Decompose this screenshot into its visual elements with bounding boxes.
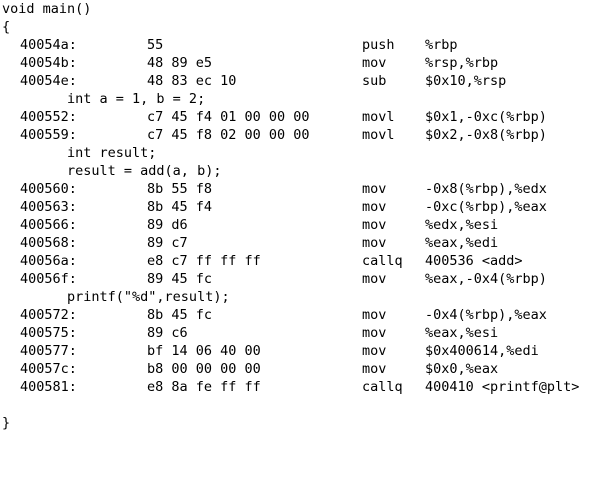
- asm-line: 400568: 89 c7 mov %eax,%edi: [2, 234, 603, 252]
- asm-line: 400552: c7 45 f4 01 00 00 00 movl $0x1,-…: [2, 108, 603, 126]
- asm-bytes: 89 45 fc: [147, 271, 213, 287]
- asm-operands: -0x8(%rbp),%edx: [425, 181, 547, 197]
- asm-operands: 400410 <printf@plt>: [425, 379, 580, 395]
- asm-line: 400572: 8b 45 fc mov -0x4(%rbp),%eax: [2, 306, 603, 324]
- asm-operands: %eax,%esi: [425, 325, 499, 341]
- asm-address: 40054b:: [20, 55, 77, 71]
- asm-bytes: 89 c7: [147, 235, 188, 251]
- source-line: int a = 1, b = 2;: [2, 90, 603, 108]
- asm-operands: $0x0,%eax: [425, 361, 499, 377]
- asm-bytes: b8 00 00 00 00: [147, 361, 261, 377]
- asm-bytes: 48 83 ec 10: [147, 73, 237, 89]
- asm-address: 40054e:: [20, 73, 77, 89]
- asm-line: 400560: 8b 55 f8 mov -0x8(%rbp),%edx: [2, 180, 603, 198]
- asm-bytes: c7 45 f8 02 00 00 00: [147, 127, 310, 143]
- asm-address: 400572:: [20, 307, 77, 323]
- source-text: void main(): [2, 1, 92, 17]
- asm-address: 400581:: [20, 379, 77, 395]
- asm-address: 400575:: [20, 325, 77, 341]
- asm-mnemonic: mov: [362, 55, 387, 71]
- asm-mnemonic: movl: [362, 109, 395, 125]
- asm-mnemonic: mov: [362, 235, 387, 251]
- asm-address: 400568:: [20, 235, 77, 251]
- source-text: result = add(a, b);: [2, 163, 222, 179]
- asm-bytes: 8b 45 f4: [147, 199, 213, 215]
- asm-mnemonic: mov: [362, 343, 387, 359]
- asm-address: 40056a:: [20, 253, 77, 269]
- asm-mnemonic: mov: [362, 325, 387, 341]
- asm-bytes: 89 d6: [147, 217, 188, 233]
- disassembly-listing: void main() { 40054a: 55 push %rbp 40054…: [2, 0, 603, 432]
- asm-operands: $0x400614,%edi: [425, 343, 539, 359]
- asm-operands: $0x1,-0xc(%rbp): [425, 109, 547, 125]
- asm-line: 400559: c7 45 f8 02 00 00 00 movl $0x2,-…: [2, 126, 603, 144]
- asm-line: 40056a: e8 c7 ff ff ff callq 400536 <add…: [2, 252, 603, 270]
- asm-address: 400560:: [20, 181, 77, 197]
- asm-bytes: 89 c6: [147, 325, 188, 341]
- asm-address: 40056f:: [20, 271, 77, 287]
- blank-line: [2, 396, 603, 414]
- asm-line: 400566: 89 d6 mov %edx,%esi: [2, 216, 603, 234]
- asm-address: 400563:: [20, 199, 77, 215]
- asm-line: 40056f: 89 45 fc mov %eax,-0x4(%rbp): [2, 270, 603, 288]
- source-text: printf("%d",result);: [2, 289, 230, 305]
- asm-mnemonic: mov: [362, 217, 387, 233]
- asm-bytes: e8 8a fe ff ff: [147, 379, 261, 395]
- source-text: }: [2, 415, 11, 431]
- asm-address: 400577:: [20, 343, 77, 359]
- asm-mnemonic: movl: [362, 127, 395, 143]
- asm-operands: %eax,-0x4(%rbp): [425, 271, 547, 287]
- source-line: {: [2, 18, 603, 36]
- asm-line: 40054b: 48 89 e5 mov %rsp,%rbp: [2, 54, 603, 72]
- source-line: int result;: [2, 144, 603, 162]
- asm-mnemonic: mov: [362, 271, 387, 287]
- source-text: int result;: [2, 145, 157, 161]
- source-line: printf("%d",result);: [2, 288, 603, 306]
- asm-bytes: 55: [147, 37, 164, 53]
- source-line: result = add(a, b);: [2, 162, 603, 180]
- asm-mnemonic: sub: [362, 73, 387, 89]
- asm-address: 40057c:: [20, 361, 77, 377]
- asm-bytes: 48 89 e5: [147, 55, 213, 71]
- source-line: void main(): [2, 0, 603, 18]
- asm-bytes: 8b 45 fc: [147, 307, 213, 323]
- asm-line: 40057c: b8 00 00 00 00 mov $0x0,%eax: [2, 360, 603, 378]
- asm-address: 40054a:: [20, 37, 77, 53]
- asm-mnemonic: callq: [362, 379, 403, 395]
- asm-mnemonic: mov: [362, 199, 387, 215]
- asm-line: 40054a: 55 push %rbp: [2, 36, 603, 54]
- asm-mnemonic: push: [362, 37, 395, 53]
- asm-line: 400575: 89 c6 mov %eax,%esi: [2, 324, 603, 342]
- asm-operands: -0xc(%rbp),%eax: [425, 199, 547, 215]
- asm-operands: %rbp: [425, 37, 458, 53]
- asm-bytes: e8 c7 ff ff ff: [147, 253, 261, 269]
- source-line: }: [2, 414, 603, 432]
- asm-bytes: bf 14 06 40 00: [147, 343, 261, 359]
- asm-operands: %rsp,%rbp: [425, 55, 499, 71]
- source-text: {: [2, 19, 11, 35]
- asm-operands: 400536 <add>: [425, 253, 523, 269]
- asm-mnemonic: callq: [362, 253, 403, 269]
- asm-line: 400577: bf 14 06 40 00 mov $0x400614,%ed…: [2, 342, 603, 360]
- asm-address: 400566:: [20, 217, 77, 233]
- asm-line: 400581: e8 8a fe ff ff callq 400410 <pri…: [2, 378, 603, 396]
- asm-line: 40054e: 48 83 ec 10 sub $0x10,%rsp: [2, 72, 603, 90]
- asm-address: 400552:: [20, 109, 77, 125]
- asm-operands: $0x10,%rsp: [425, 73, 507, 89]
- asm-mnemonic: mov: [362, 181, 387, 197]
- asm-bytes: 8b 55 f8: [147, 181, 213, 197]
- asm-bytes: c7 45 f4 01 00 00 00: [147, 109, 310, 125]
- asm-operands: %edx,%esi: [425, 217, 499, 233]
- asm-mnemonic: mov: [362, 361, 387, 377]
- asm-operands: $0x2,-0x8(%rbp): [425, 127, 547, 143]
- asm-mnemonic: mov: [362, 307, 387, 323]
- asm-operands: %eax,%edi: [425, 235, 499, 251]
- asm-line: 400563: 8b 45 f4 mov -0xc(%rbp),%eax: [2, 198, 603, 216]
- asm-operands: -0x4(%rbp),%eax: [425, 307, 547, 323]
- source-text: int a = 1, b = 2;: [2, 91, 206, 107]
- asm-address: 400559:: [20, 127, 77, 143]
